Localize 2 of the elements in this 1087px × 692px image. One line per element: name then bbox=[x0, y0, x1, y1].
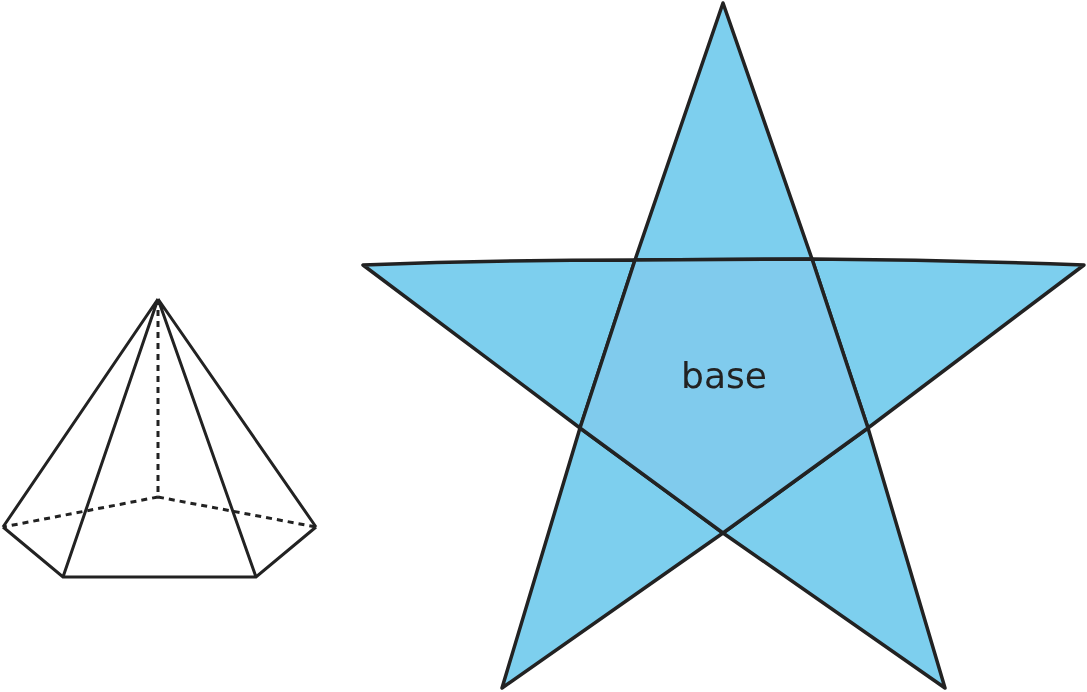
base-label: base bbox=[681, 354, 767, 396]
base-pentagon bbox=[580, 259, 868, 533]
